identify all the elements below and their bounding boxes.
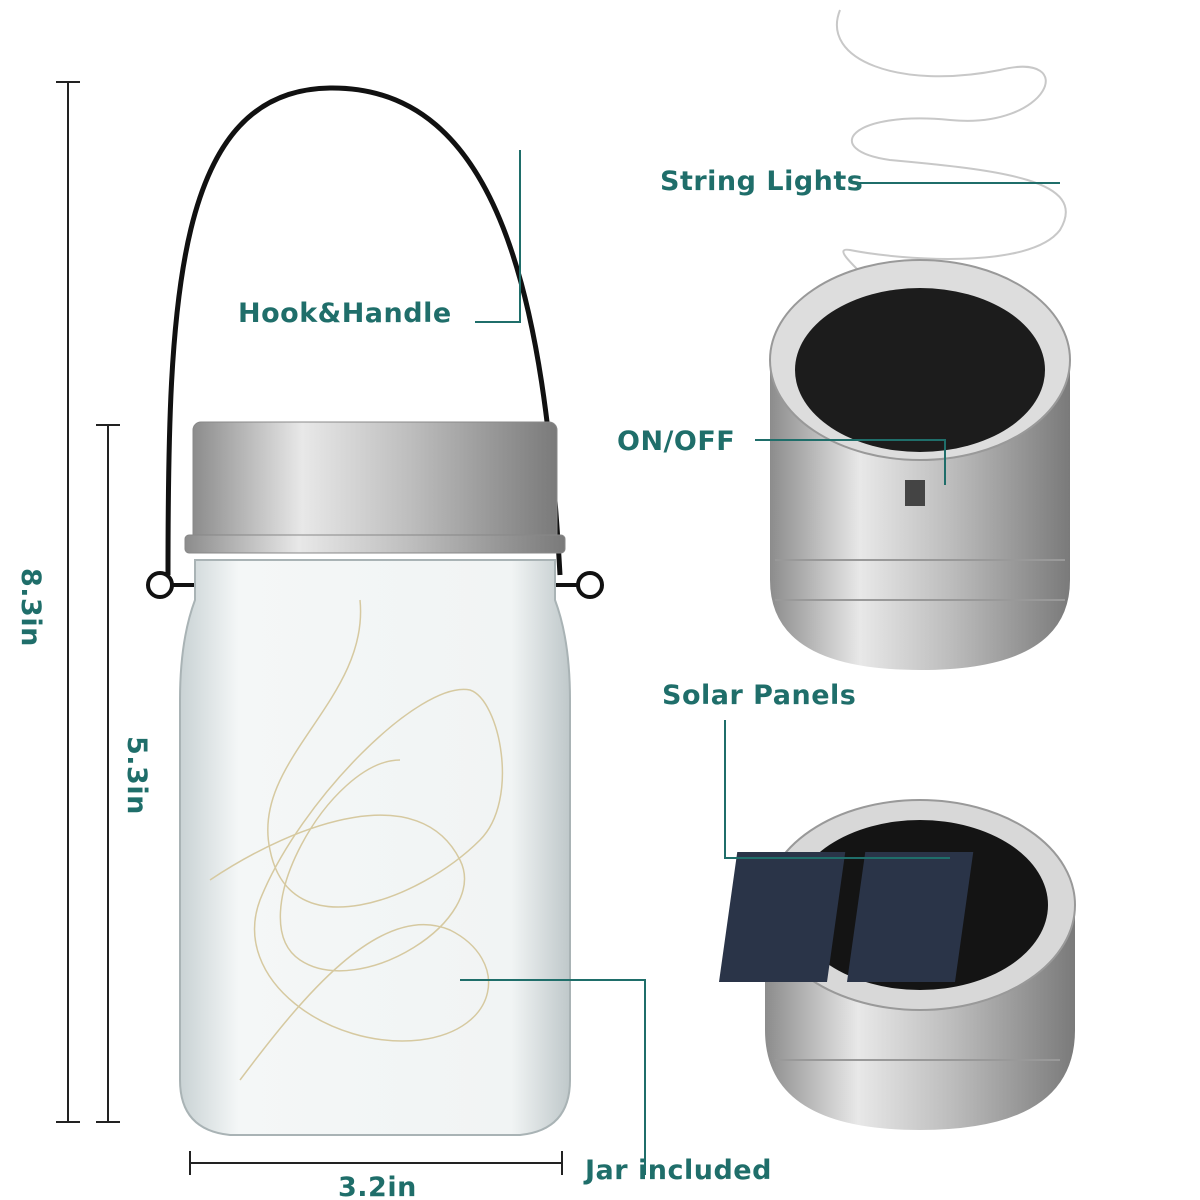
- lid-solar-side: [718, 799, 1076, 1130]
- jar: [179, 559, 571, 1136]
- jar-string-lights: [209, 599, 504, 1081]
- label-on-off: ON/OFF: [617, 426, 736, 457]
- jar-lid: [192, 421, 558, 543]
- dimension-jar-height: 5.3in: [121, 736, 152, 815]
- lid-switch-side: [769, 259, 1071, 670]
- label-solar-panels: Solar Panels: [662, 680, 857, 711]
- dimension-total-height: 8.3in: [15, 568, 46, 647]
- label-string-lights: String Lights: [660, 166, 864, 197]
- leader-lines: [460, 150, 1060, 1175]
- handle: [165, 85, 563, 576]
- dimension-lines: [56, 81, 563, 1175]
- label-jar-included: Jar included: [585, 1155, 772, 1186]
- dimension-jar-width: 3.2in: [338, 1172, 417, 1200]
- label-hook-handle: Hook&Handle: [238, 298, 452, 329]
